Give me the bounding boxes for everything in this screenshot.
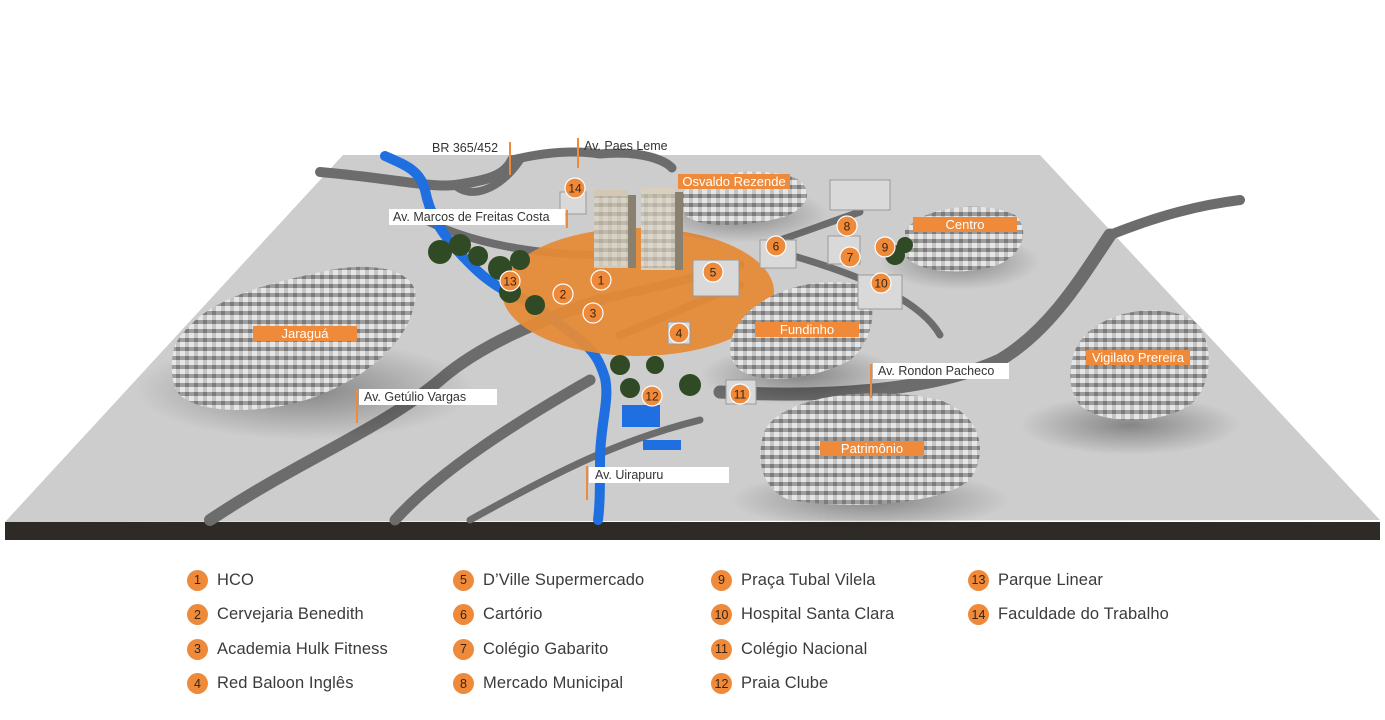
svg-text:1: 1 (598, 274, 605, 288)
district-label-osvaldo-rezende: Osvaldo Rezende (682, 174, 785, 189)
road-labels: BR 365/452 Av. Paes Leme Av. Marcos de F… (359, 139, 1009, 483)
svg-text:8: 8 (844, 220, 851, 234)
legend-label: Mercado Municipal (483, 674, 624, 693)
legend-item: 7 Colégio Gabarito (453, 632, 713, 667)
svg-text:14: 14 (568, 182, 582, 196)
legend-item: 2 Cervejaria Benedith (187, 598, 447, 633)
legend-column-3: 9 Praça Tubal Vilela 10 Hospital Santa Cla… (711, 563, 971, 701)
legend-label: Hospital Santa Clara (741, 605, 895, 624)
legend-number-badge: 10 (711, 604, 732, 626)
legend-item: 6 Cartório (453, 598, 713, 633)
svg-text:2: 2 (560, 288, 567, 302)
legend-number-badge: 4 (187, 673, 208, 695)
road-label-marcos-freitas: Av. Marcos de Freitas Costa (393, 210, 550, 224)
legend-item: 12 Praia Clube (711, 667, 971, 702)
poi-marker-8[interactable]: 8 (836, 215, 858, 237)
legend-number-badge: 6 (453, 604, 474, 626)
legend-item: 14 Faculdade do Trabalho (968, 598, 1228, 633)
legend-label: D’Ville Supermercado (483, 570, 645, 589)
poi-marker-13[interactable]: 13 (499, 270, 521, 292)
praia-clube-pools (622, 405, 681, 450)
poi-marker-11[interactable]: 11 (729, 383, 751, 405)
road-label-paes-leme: Av. Paes Leme (584, 139, 668, 153)
district-label-fundinho: Fundinho (780, 322, 834, 337)
legend-label: Praça Tubal Vilela (741, 570, 876, 589)
legend-number-badge: 9 (711, 569, 732, 591)
svg-text:9: 9 (882, 241, 889, 255)
svg-text:5: 5 (710, 266, 717, 280)
legend-item: 1 HCO (187, 563, 447, 598)
svg-text:4: 4 (676, 327, 683, 341)
district-label-centro: Centro (945, 217, 984, 232)
legend-number-badge: 1 (187, 569, 208, 591)
legend-number-badge: 5 (453, 569, 474, 591)
district-label-patrimonio: Patrimônio (841, 441, 903, 456)
map-scene: BR 365/452 Av. Paes Leme Av. Marcos de F… (5, 138, 1380, 540)
legend-label: Praia Clube (741, 674, 829, 693)
legend-label: Red Baloon Inglês (217, 674, 354, 693)
legend-number-badge: 14 (968, 604, 989, 626)
legend-column-2: 5 D’Ville Supermercado 6 Cartório 7 Colégio… (453, 563, 713, 701)
district-labels: Osvaldo Rezende Centro Jaraguá Fundinho … (253, 174, 1190, 456)
poi-marker-12[interactable]: 12 (641, 385, 663, 407)
svg-text:11: 11 (734, 388, 747, 402)
legend-item: 9 Praça Tubal Vilela (711, 563, 971, 598)
svg-text:7: 7 (847, 251, 854, 265)
road-label-uirapuru: Av. Uirapuru (595, 468, 663, 482)
legend-number-badge: 3 (187, 638, 208, 660)
legend-number-badge: 11 (711, 638, 732, 660)
svg-text:3: 3 (590, 307, 597, 321)
svg-text:12: 12 (645, 390, 659, 404)
trees (428, 234, 913, 398)
legend-column-1: 1 HCO 2 Cervejaria Benedith 3 Academia Hulk… (187, 563, 447, 701)
legend-label: Parque Linear (998, 570, 1103, 589)
poi-marker-14[interactable]: 14 (564, 177, 586, 199)
legend-label: Colégio Nacional (741, 639, 868, 658)
poi-marker-1[interactable]: 1 (590, 269, 612, 291)
district-label-vigilato-pereira: Vigilato Prereira (1092, 350, 1185, 365)
legend-number-badge: 13 (968, 569, 989, 591)
road-label-stems (356, 138, 872, 500)
legend-item: 13 Parque Linear (968, 563, 1228, 598)
legend-number-badge: 8 (453, 673, 474, 695)
legend-label: Colégio Gabarito (483, 639, 609, 658)
road-label-rondon-pacheco: Av. Rondon Pacheco (878, 364, 994, 378)
svg-text:6: 6 (773, 240, 780, 254)
legend-item: 8 Mercado Municipal (453, 667, 713, 702)
legend-item: 10 Hospital Santa Clara (711, 598, 971, 633)
road-label-br365: BR 365/452 (432, 141, 498, 155)
residential-towers (594, 188, 683, 270)
svg-text:10: 10 (874, 277, 888, 291)
legend-item: 5 D’Ville Supermercado (453, 563, 713, 598)
legend-item: 11 Colégio Nacional (711, 632, 971, 667)
poi-marker-4[interactable]: 4 (668, 322, 690, 344)
poi-marker-10[interactable]: 10 (870, 272, 892, 294)
legend-label: Faculdade do Trabalho (998, 605, 1169, 624)
legend-label: HCO (217, 570, 254, 589)
poi-marker-7[interactable]: 7 (839, 246, 861, 268)
poi-marker-9[interactable]: 9 (874, 236, 896, 258)
legend-item: 4 Red Baloon Inglês (187, 667, 447, 702)
poi-markers: 1 2 3 4 5 6 7 8 9 10 11 12 13 14 (499, 177, 896, 407)
building-clusters (135, 171, 1240, 530)
poi-marker-6[interactable]: 6 (765, 235, 787, 257)
road-label-getulio-vargas: Av. Getúlio Vargas (364, 390, 466, 404)
legend-label: Cervejaria Benedith (217, 605, 364, 624)
poi-marker-5[interactable]: 5 (702, 261, 724, 283)
legend: 1 HCO 2 Cervejaria Benedith 3 Academia Hulk… (0, 555, 1385, 715)
legend-number-badge: 2 (187, 604, 208, 626)
district-label-jaragua: Jaraguá (282, 326, 330, 341)
legend-column-4: 13 Parque Linear 14 Faculdade do Trabalho (968, 563, 1228, 632)
poi-marker-3[interactable]: 3 (582, 302, 604, 324)
legend-number-badge: 7 (453, 638, 474, 660)
legend-label: Academia Hulk Fitness (217, 639, 388, 658)
legend-number-badge: 12 (711, 673, 732, 695)
poi-marker-2[interactable]: 2 (552, 283, 574, 305)
legend-item: 3 Academia Hulk Fitness (187, 632, 447, 667)
legend-label: Cartório (483, 605, 543, 624)
svg-text:13: 13 (503, 275, 517, 289)
